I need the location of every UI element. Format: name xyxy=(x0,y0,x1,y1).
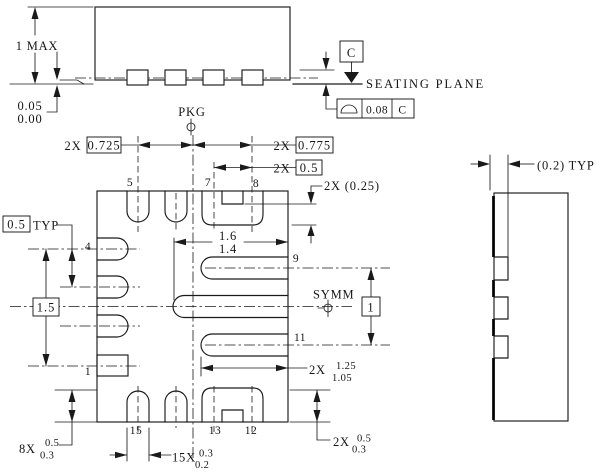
dim-notch-depth: 2X (0.25) xyxy=(324,179,380,193)
dim-lead-width-qty: 15X xyxy=(172,451,196,465)
flatness-tolerance: 0.08 xyxy=(366,105,388,117)
side-view-lines xyxy=(470,154,569,422)
plan-centerlines xyxy=(10,135,390,458)
dim-pitch-left-qty: 2X xyxy=(65,139,82,153)
symm-label: SYMM xyxy=(313,288,354,302)
package-body-outline xyxy=(96,190,289,423)
dim-pad-left-min: 0.3 xyxy=(40,451,54,462)
dim-pitch-typ-suffix: TYP xyxy=(33,219,59,233)
pin-label-7: 7 xyxy=(205,177,211,189)
pin-label-5: 5 xyxy=(127,177,133,189)
plan-view: PKG xyxy=(2,105,390,471)
datum-c-flag: C xyxy=(339,40,364,83)
dim-slot10-max: 1.6 xyxy=(219,229,237,243)
pin-label-9: 9 xyxy=(293,253,299,265)
pin-label-11: 11 xyxy=(294,332,306,344)
datum-triangle-icon xyxy=(344,72,359,83)
dim-pitch-left: 0.725 xyxy=(87,139,120,153)
dim-span-right: 1 xyxy=(367,301,374,315)
pin-label-12: 12 xyxy=(245,425,258,437)
flatness-datum: C xyxy=(398,105,406,117)
front-view-lines xyxy=(9,6,363,113)
pin-label-1: 1 xyxy=(85,366,91,378)
dim-pitch-typ: 0.5 xyxy=(7,218,26,232)
dim-pad-left-max: 0.5 xyxy=(45,438,59,449)
terminal-pads xyxy=(96,190,289,423)
symm-centerline-symbol xyxy=(317,299,333,317)
flatness-callout: 0.08 C xyxy=(336,98,415,119)
dim-pad-right-max: 0.5 xyxy=(357,434,371,445)
pin-label-13: 13 xyxy=(209,425,222,437)
dim-lead-thickness: (0.2) TYP xyxy=(537,159,595,173)
dim-pad-right-min: 0.3 xyxy=(352,445,366,456)
dim-slot10-min: 1.4 xyxy=(219,242,237,256)
standoff-min-dim: 0.00 xyxy=(17,112,42,126)
dim-pad-right-qty: 2X xyxy=(333,435,350,449)
dim-pad-left-qty: 8X xyxy=(19,442,36,456)
dim-lead-width-min: 0.2 xyxy=(195,460,209,471)
standoff-max-dim: 0.05 xyxy=(17,99,42,113)
dim-slot-max: 1.25 xyxy=(336,361,356,372)
boxed-dimensions: 0.725 0.775 0.5 0.5 1.5 1 xyxy=(2,136,381,317)
flatness-symbol-icon xyxy=(340,104,358,114)
pin-label-15: 15 xyxy=(130,425,143,437)
dim-slot-qty: 2X xyxy=(309,363,326,377)
datum-label: C xyxy=(347,46,356,60)
dim-pitch-right-qty: 2X xyxy=(274,139,291,153)
dim-slot-min: 1.05 xyxy=(332,373,352,384)
side-view: (0.2) TYP xyxy=(470,154,595,422)
seating-plane-label: SEATING PLANE xyxy=(366,77,485,91)
dim-span-left: 1.5 xyxy=(37,301,56,315)
front-view: 1 MAX 0.05 0.00 C SEATING PLANE 0.08 C xyxy=(9,6,485,126)
pkg-centerline-symbol xyxy=(186,118,196,136)
dim-lead-width-max: 0.3 xyxy=(199,449,213,460)
dim-pitch-right: 0.775 xyxy=(298,139,331,153)
pin-label-4: 4 xyxy=(85,241,91,253)
max-height-dim: 1 MAX xyxy=(16,39,59,53)
dim-pitch-top: 0.5 xyxy=(300,161,319,175)
plan-dimension-lines xyxy=(42,141,375,462)
dim-pitch-top-qty: 2X xyxy=(274,162,291,176)
pin-label-8: 8 xyxy=(253,178,259,190)
pin-labels: 5 7 8 4 1 9 11 15 13 12 xyxy=(85,177,306,437)
pkg-label: PKG xyxy=(178,105,205,119)
